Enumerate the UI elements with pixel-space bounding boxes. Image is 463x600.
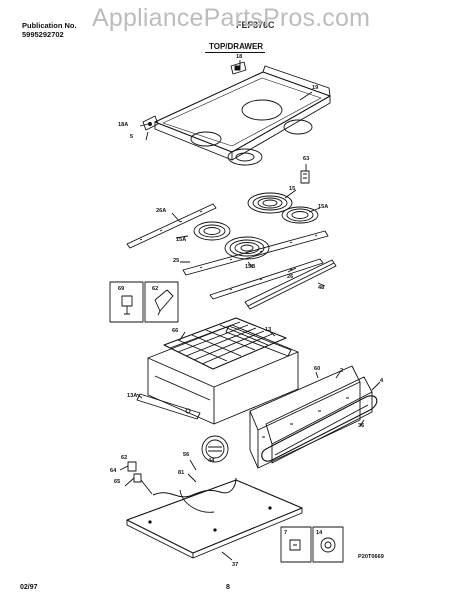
- surface-element-left[interactable]: [193, 221, 231, 241]
- inset-box-69[interactable]: [109, 281, 144, 323]
- callout-63: 63: [303, 156, 309, 162]
- publication-label: Publication No.: [22, 21, 77, 30]
- drawer-front-panel[interactable]: [249, 365, 361, 469]
- drawer-rail-13[interactable]: [225, 325, 292, 357]
- diagram-code: P20T0669: [358, 554, 384, 560]
- trim-strip-48[interactable]: [244, 259, 337, 310]
- surface-element-right[interactable]: [281, 206, 319, 224]
- callout-48: 48: [318, 285, 324, 291]
- callout-labels: 18 19 18A 5 63 15 15A 26A 15A 25 15B 26 …: [110, 54, 384, 568]
- section-title: TOP/DRAWER: [209, 42, 264, 51]
- drawer-body[interactable]: [147, 324, 299, 425]
- surface-element-rear[interactable]: [247, 192, 293, 214]
- bracket-18a[interactable]: [142, 115, 159, 141]
- callout-62-b: 62: [121, 455, 127, 461]
- model-number: FEF376C: [236, 20, 275, 30]
- callout-81: 81: [178, 470, 184, 476]
- wire-harness[interactable]: [127, 461, 237, 513]
- surface-element-front[interactable]: [224, 236, 270, 260]
- title-underline: [205, 52, 265, 53]
- callout-15b: 15B: [245, 264, 255, 270]
- callout-37: 37: [232, 562, 238, 568]
- support-rail-25[interactable]: [182, 230, 329, 276]
- callout-66: 66: [172, 328, 178, 334]
- clip-63[interactable]: [300, 170, 310, 184]
- bottom-panel-37[interactable]: [126, 479, 303, 559]
- support-rail-26[interactable]: [209, 258, 324, 300]
- callout-18: 18: [236, 54, 242, 60]
- callout-18a: 18A: [118, 122, 128, 128]
- knob-44[interactable]: [201, 435, 229, 463]
- callout-15a: 15A: [318, 204, 328, 210]
- publication-number: 5995292702: [22, 30, 64, 39]
- callout-19: 19: [312, 85, 318, 91]
- cooktop-top[interactable]: [154, 65, 331, 166]
- callout-7: 7: [284, 530, 287, 536]
- drawer-rack[interactable]: [163, 317, 287, 370]
- inset-box-62[interactable]: [144, 281, 179, 323]
- callout-26a: 26A: [156, 208, 166, 214]
- bracket-18[interactable]: [230, 61, 247, 75]
- callout-64: 64: [110, 468, 117, 474]
- callout-60: 60: [314, 366, 320, 372]
- footer-page: 8: [226, 584, 230, 591]
- callout-13a: 13A: [127, 393, 137, 399]
- callout-5: 5: [130, 134, 133, 140]
- watermark: AppliancePartsPros.com: [92, 4, 371, 32]
- callout-4: 4: [380, 378, 384, 384]
- callout-15a-2: 15A: [176, 237, 186, 243]
- footer-date: 02/97: [20, 584, 38, 591]
- callout-69: 69: [118, 286, 124, 292]
- support-rail-26a[interactable]: [126, 203, 217, 249]
- callout-25: 25: [173, 258, 179, 264]
- callout-62: 62: [152, 286, 158, 292]
- callout-26: 26: [287, 274, 293, 280]
- callout-13: 13: [265, 327, 271, 333]
- callout-65: 65: [114, 479, 120, 485]
- callout-15: 15: [289, 186, 295, 192]
- callout-56: 56: [183, 452, 189, 458]
- inset-box-7[interactable]: [280, 526, 312, 563]
- drawer-handle-36[interactable]: [261, 395, 378, 462]
- drawer-outer-panel-2[interactable]: [265, 376, 373, 464]
- drawer-rail-13a[interactable]: [136, 393, 201, 420]
- inset-box-14[interactable]: [312, 526, 344, 563]
- callout-14: 14: [316, 530, 323, 536]
- callout-36: 36: [358, 423, 364, 429]
- callout-44: 44: [208, 458, 215, 464]
- callout-2: 2: [340, 368, 343, 374]
